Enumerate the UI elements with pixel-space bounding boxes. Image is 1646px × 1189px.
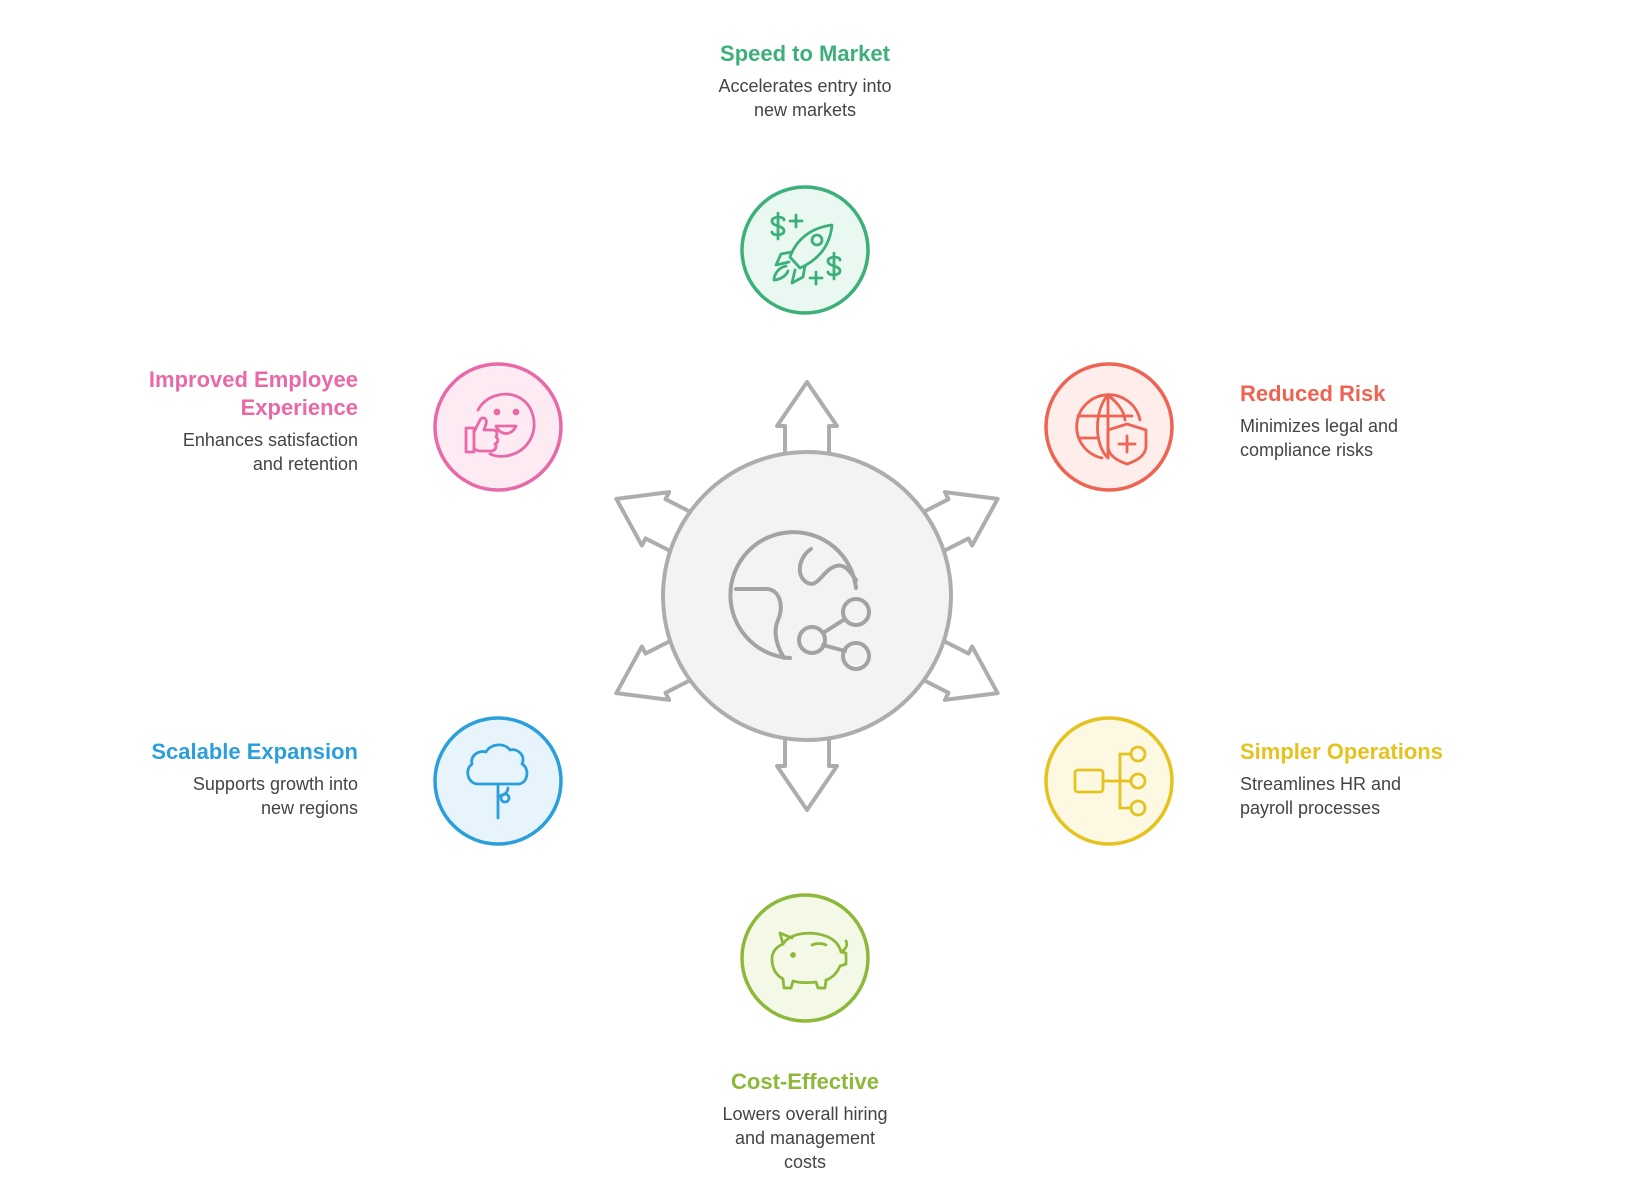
globe-network-icon xyxy=(728,530,871,671)
node-scalable xyxy=(433,716,563,846)
rocket-dollar-icon xyxy=(770,211,842,286)
desc-risk-line: Minimizes legal and xyxy=(1240,416,1399,436)
title-speed: Speed to Market xyxy=(720,41,890,66)
desc-risk: Minimizes legal and compliance risks xyxy=(1240,414,1520,462)
node-employee xyxy=(433,362,563,492)
title-cost: Cost-Effective xyxy=(731,1069,879,1094)
title-employee-line: Improved Employee xyxy=(148,367,358,392)
desc-cost-line: and management xyxy=(734,1128,876,1148)
title-risk: Reduced Risk xyxy=(1240,381,1386,406)
desc-speed-line: new markets xyxy=(753,100,857,120)
desc-ops-line: payroll processes xyxy=(1240,798,1381,818)
desc-cost-line: Lowers overall hiring xyxy=(722,1104,888,1124)
desc-speed: Accelerates entry into new markets xyxy=(655,74,955,122)
piggy-bank-icon xyxy=(770,931,849,990)
label-cost: Cost-Effective Lowers overall hiring and… xyxy=(655,1068,955,1174)
node-ops xyxy=(1044,716,1174,846)
globe-shield-icon xyxy=(1075,393,1148,466)
node-speed xyxy=(740,185,870,315)
title-employee: Improved Employee Experience xyxy=(60,366,358,422)
title-ops: Simpler Operations xyxy=(1240,739,1443,764)
desc-cost-line: costs xyxy=(783,1152,826,1172)
thumbs-up-smiley-icon xyxy=(464,392,536,458)
desc-employee-line: Enhances satisfaction xyxy=(182,430,358,450)
center-hub xyxy=(661,450,953,742)
desc-risk-line: compliance risks xyxy=(1240,440,1374,460)
desc-ops: Streamlines HR and payroll processes xyxy=(1240,772,1540,820)
title-scalable: Scalable Expansion xyxy=(151,739,358,764)
label-risk: Reduced Risk Minimizes legal and complia… xyxy=(1240,380,1520,462)
label-ops: Simpler Operations Streamlines HR and pa… xyxy=(1240,738,1540,820)
desc-scalable: Supports growth into new regions xyxy=(60,772,358,820)
label-employee: Improved Employee Experience Enhances sa… xyxy=(60,366,358,476)
title-employee-line: Experience xyxy=(240,395,358,420)
desc-ops-line: Streamlines HR and xyxy=(1240,774,1402,794)
desc-employee-line: and retention xyxy=(252,454,358,474)
desc-scalable-line: new regions xyxy=(260,798,358,818)
desc-employee: Enhances satisfaction and retention xyxy=(60,428,358,476)
desc-cost: Lowers overall hiring and management cos… xyxy=(655,1102,955,1174)
desc-speed-line: Accelerates entry into xyxy=(718,76,892,96)
node-risk xyxy=(1044,362,1174,492)
label-speed: Speed to Market Accelerates entry into n… xyxy=(655,40,955,122)
label-scalable: Scalable Expansion Supports growth into … xyxy=(60,738,358,820)
tree-icon xyxy=(466,743,529,820)
desc-scalable-line: Supports growth into xyxy=(192,774,358,794)
flow-branch-icon xyxy=(1073,745,1147,817)
node-cost xyxy=(740,893,870,1023)
